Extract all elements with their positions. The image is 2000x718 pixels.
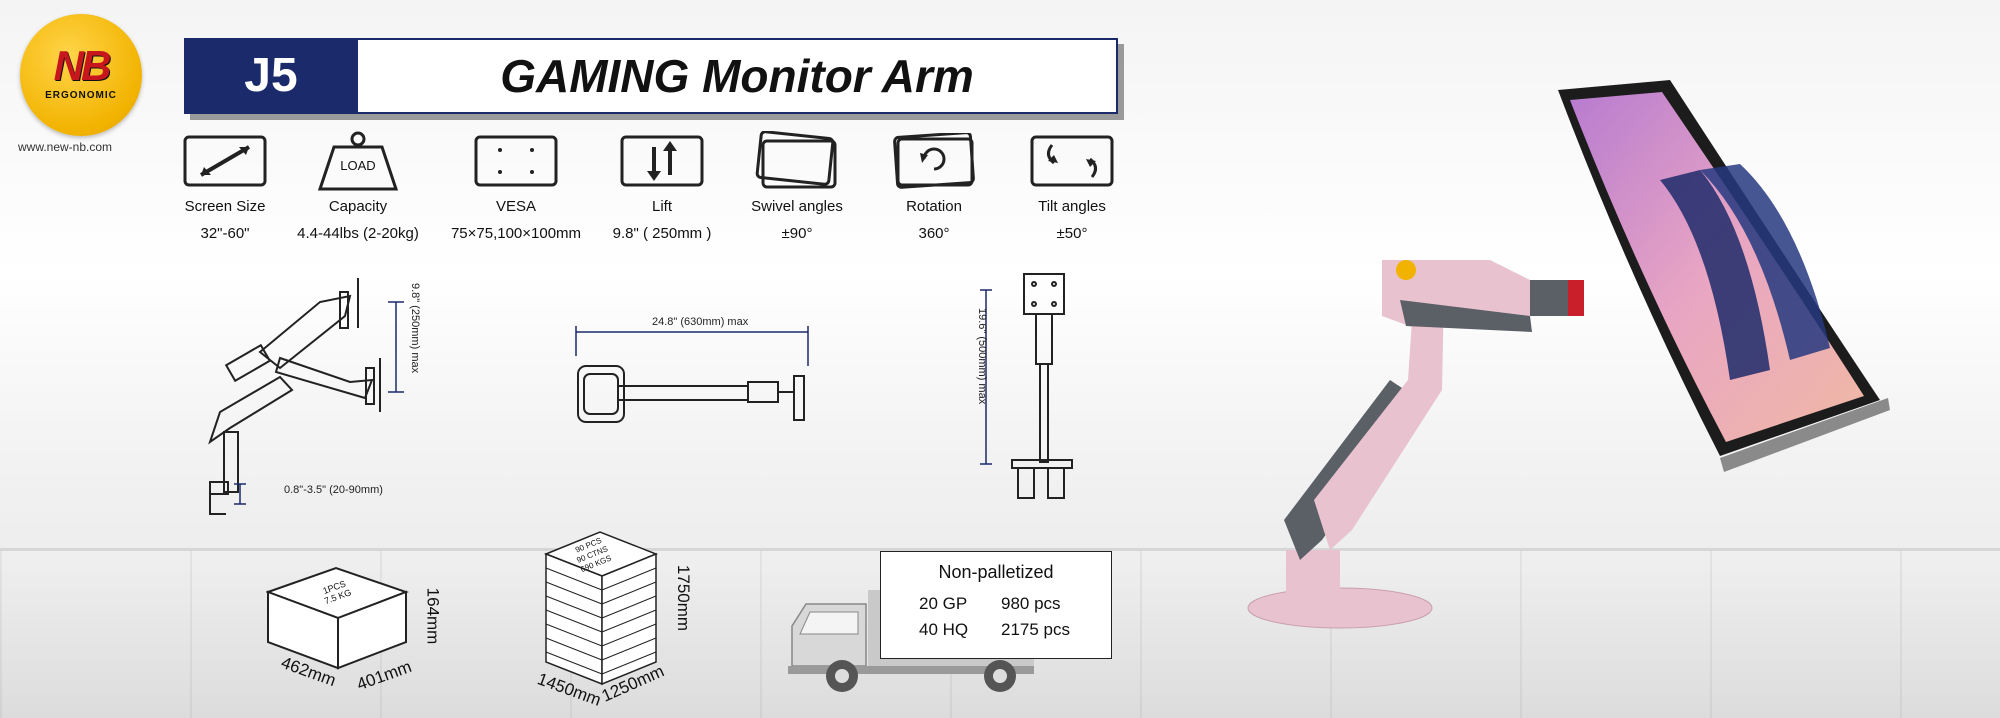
shipping-container-20gp: 20 GP [919,594,968,613]
shipping-quantity-box: Non-palletized 20 GP 980 pcs 40 HQ 2175 … [880,551,1112,659]
shipping-qty-20gp: 980 pcs [1001,594,1061,613]
spec-value: 75×75,100×100mm [450,225,582,242]
height-view-diagram: 19.6" (500mm) max [968,268,1088,508]
spec-label: Swivel angles [751,198,843,215]
spec-value: ±50° [1056,225,1088,242]
spec-label: Capacity [328,198,388,215]
height-dimension-label: 19.6" (500mm) max [976,308,988,405]
clamp-dimension-label: 0.8"-3.5" (20-90mm) [284,484,383,496]
spec-label: Rotation [906,198,962,215]
swivel-icon [737,128,857,194]
shipping-qty-40hq: 2175 pcs [1001,620,1070,639]
spec-label: Lift [651,198,672,215]
spec-screen-size: Screen Size 32"-60" [165,128,285,242]
pallet-diagram: 90 PCS 90 CTNS 690 KGS 1450mm 1250mm 175… [535,528,700,710]
spec-value: 4.4-44lbs (2-20kg) [297,225,419,242]
spec-label: Tilt angles [1038,198,1106,215]
page-title: GAMING Monitor Arm [500,50,974,102]
website-url: www.new-nb.com [18,140,113,154]
spec-swivel: Swivel angles ±90° [737,128,857,242]
logo-subtitle: ERGONOMIC [45,90,117,101]
carton-box-diagram: 1PCS 7.5 KG 462mm 401mm 164mm [265,562,446,694]
spec-value: 32"-60" [200,225,250,242]
logo-mark: NB [53,42,112,89]
spec-vesa: VESA 75×75,100×100mm [451,128,581,242]
spec-value: ±90° [781,225,813,242]
product-photo [1230,80,1910,640]
model-badge: J5 [184,38,358,114]
reach-dimension-label: 24.8" (630mm) max [652,316,749,328]
rotation-icon [874,128,994,194]
screen-size-icon [165,128,285,194]
top-view-diagram: 24.8" (630mm) max [572,316,812,436]
pallet-height-label: 1750mm [674,564,694,632]
spec-capacity: LOAD Capacity 4.4-44lbs (2-20kg) [297,128,419,242]
brand-logo: NB ERGONOMIC [20,14,142,136]
lift-dimension-label: 9.8" (250mm) max [409,283,421,374]
side-view-diagram: 9.8" (250mm) max 0.8"-3.5" (20-90mm) [200,262,500,532]
spec-rotation: Rotation 360° [874,128,994,242]
vesa-icon [456,128,576,194]
spec-value: 360° [918,225,950,242]
shipping-container-40hq: 40 HQ [919,620,969,639]
lift-icon [602,128,722,194]
spec-label: VESA [495,198,537,215]
load-icon-text: LOAD [340,158,376,173]
spec-value: 9.8" ( 250mm ) [612,225,712,242]
box-height-label: 164mm [423,587,443,645]
spec-label: Screen Size [184,198,266,215]
shipping-title: Non-palletized [938,562,1054,582]
tilt-icon [1012,128,1132,194]
spec-tilt: Tilt angles ±50° [1012,128,1132,242]
floor-line [0,548,2000,551]
spec-lift: Lift 9.8" ( 250mm ) [602,128,722,242]
load-capacity-icon: LOAD [298,128,418,194]
